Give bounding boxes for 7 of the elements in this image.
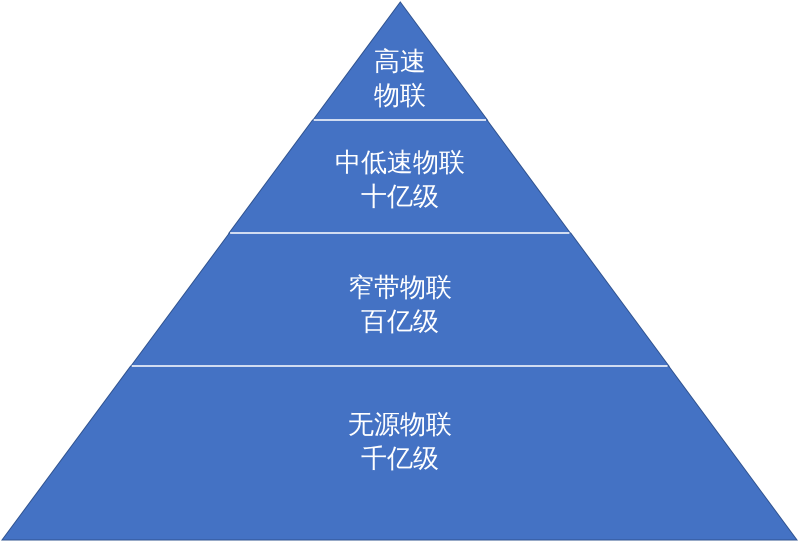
- layer-label: 无源物联: [348, 409, 452, 442]
- layer-label: 中低速物联: [334, 147, 465, 180]
- layer-label: 千亿级: [361, 443, 439, 476]
- layer-label: 百亿级: [360, 306, 439, 339]
- layer-label: 高速物联: [372, 46, 427, 113]
- layer-label: 十亿级: [360, 181, 439, 214]
- layer-label: 窄带物联: [348, 272, 452, 305]
